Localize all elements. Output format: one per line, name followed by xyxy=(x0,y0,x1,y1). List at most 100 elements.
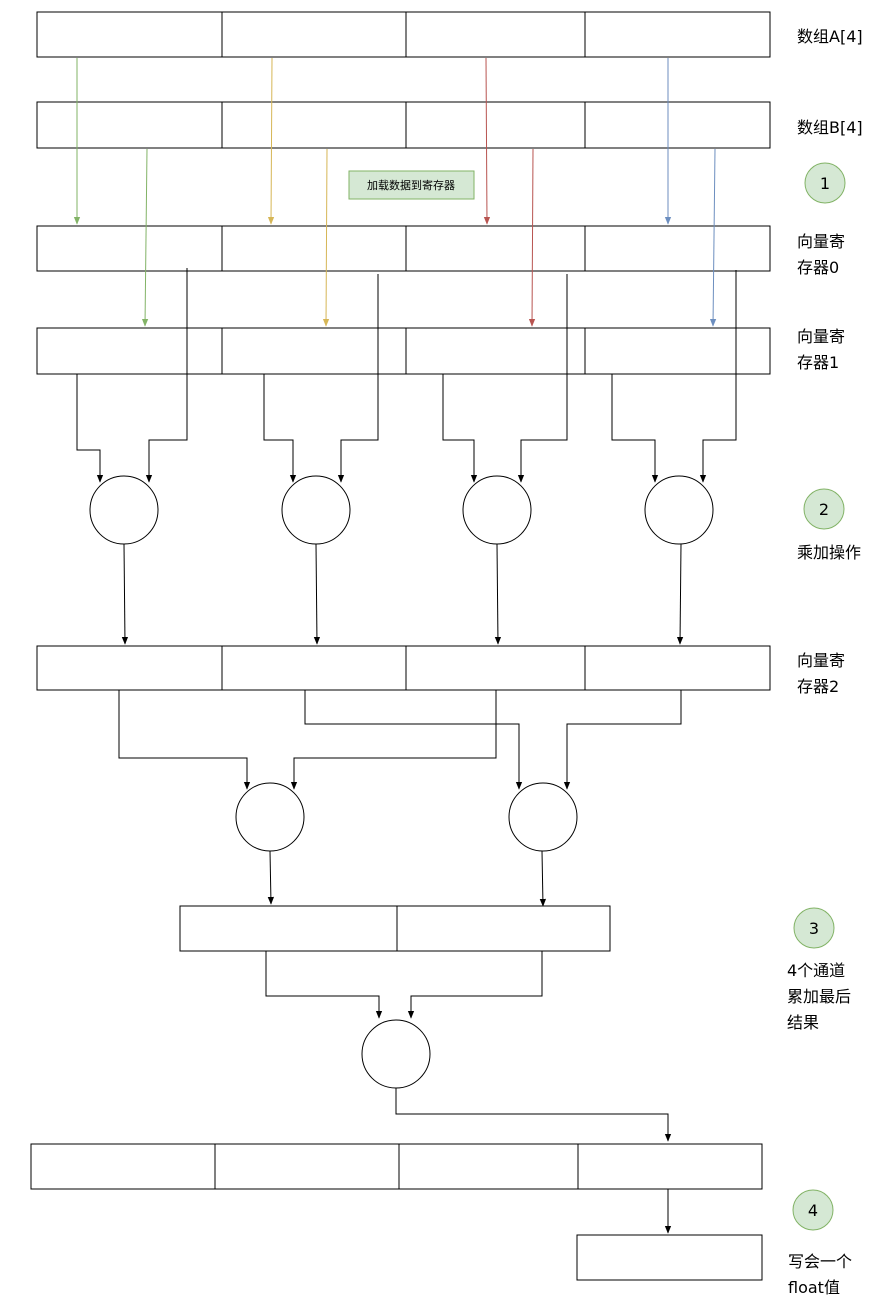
two-lane-cell-1 xyxy=(396,905,611,952)
fma3-output xyxy=(676,543,684,645)
vector-reg1-cell-3 xyxy=(584,327,771,375)
step-4-text-line2: float值 xyxy=(788,1278,840,1297)
step-2-badge xyxy=(803,488,845,530)
load-arrow-b-lane2 xyxy=(528,148,536,327)
vector-reg2-label-line2: 存器2 xyxy=(797,677,839,696)
fma-connectors xyxy=(76,268,737,483)
array-a-cell-1 xyxy=(221,11,407,58)
final-add-output xyxy=(395,1088,672,1142)
add1-input-a xyxy=(304,690,523,790)
step-3-text-line3: 结果 xyxy=(787,1013,819,1032)
add-node-1 xyxy=(508,782,578,852)
vector-reg1-label-line1: 向量寄 xyxy=(797,327,845,346)
vector-reg1-row xyxy=(36,327,771,375)
fma3-input-b xyxy=(699,270,737,483)
step-2-number: 2 xyxy=(819,500,829,519)
array-a-label: 数组A[4] xyxy=(797,27,863,46)
vector-reg1-cell-2 xyxy=(405,327,586,375)
fma-node-3 xyxy=(644,475,714,545)
fma-outputs xyxy=(121,543,684,645)
two-lane-row xyxy=(179,905,611,952)
vector-reg0-label-line1: 向量寄 xyxy=(797,232,845,251)
step-2-text-line1: 乘加操作 xyxy=(797,543,861,562)
final-add-input-b xyxy=(407,951,543,1019)
load-note-box xyxy=(348,170,475,200)
vector-reg0-row xyxy=(36,225,771,272)
pairwise-connectors xyxy=(118,690,682,790)
fma0-input-a xyxy=(76,374,104,483)
step-4-badge xyxy=(792,1189,834,1231)
add0-output xyxy=(267,850,275,905)
step-3-badge xyxy=(793,907,835,949)
load-arrow-b-lane1 xyxy=(322,148,330,327)
step-3-text-line1: 4个通道 xyxy=(787,961,845,980)
fma0-output xyxy=(121,543,129,645)
load-arrow-b-lane0 xyxy=(141,148,149,327)
array-a-row xyxy=(36,11,771,58)
two-lane-cell-0 xyxy=(179,905,398,952)
load-arrows-a xyxy=(73,57,672,225)
fma2-input-b xyxy=(517,274,568,483)
array-b-cell-2 xyxy=(405,101,586,149)
final-add-connectors xyxy=(265,951,543,1019)
fma-nodes xyxy=(89,475,714,545)
step-4: 4 写会一个 float值 xyxy=(788,1189,852,1297)
vector-reg1-cell-1 xyxy=(221,327,407,375)
array-a-cell-0 xyxy=(36,11,223,58)
add-node-0 xyxy=(235,782,305,852)
step-1-number: 1 xyxy=(820,174,830,193)
step-3-number: 3 xyxy=(809,919,819,938)
add1-output xyxy=(539,850,547,907)
vector-reg2-cell-2 xyxy=(405,645,586,691)
vector-reg1-cell-0 xyxy=(36,327,223,375)
fma-node-2 xyxy=(462,475,532,545)
add-nodes xyxy=(235,782,578,852)
vector-reg1-label-line2: 存器1 xyxy=(797,353,839,372)
step-3-text-line2: 累加最后 xyxy=(787,987,851,1006)
vector-reg0-cell-0 xyxy=(36,225,223,272)
add1-input-b xyxy=(563,690,682,790)
vector-reg2-label-line1: 向量寄 xyxy=(797,651,845,670)
array-a-cell-2 xyxy=(405,11,586,58)
fma-node-1 xyxy=(281,475,351,545)
step-1-badge xyxy=(804,162,846,204)
vector-reg0-cell-2 xyxy=(405,225,586,272)
result-cell-1 xyxy=(214,1143,400,1190)
load-note-text: 加载数据到寄存器 xyxy=(367,178,455,192)
fma0-input-b xyxy=(145,268,188,483)
fma2-input-a xyxy=(442,374,478,483)
step-3: 3 4个通道 累加最后 结果 xyxy=(787,907,851,1032)
load-arrow-a-lane2 xyxy=(483,57,491,225)
result-cell-2 xyxy=(398,1143,579,1190)
fma-node-0 xyxy=(89,475,159,545)
array-b-cell-3 xyxy=(584,101,771,149)
step-4-number: 4 xyxy=(808,1201,818,1220)
load-arrow-b-lane3 xyxy=(709,148,717,327)
add-outputs xyxy=(267,850,547,907)
result-cell-0 xyxy=(30,1143,216,1190)
final-add-input-a xyxy=(265,951,383,1019)
float-result-box xyxy=(576,1234,763,1281)
step-4-text-line1: 写会一个 xyxy=(788,1252,852,1271)
vector-reg0-cell-3 xyxy=(584,225,771,272)
step-2: 2 乘加操作 xyxy=(797,488,861,562)
array-b-cell-1 xyxy=(221,101,407,149)
fma1-output xyxy=(313,543,321,645)
vector-reg0-cell-1 xyxy=(221,225,407,272)
vector-reg0-label-line2: 存器0 xyxy=(797,258,839,277)
load-arrow-a-lane1 xyxy=(267,57,275,225)
vector-reg2-cell-3 xyxy=(584,645,771,691)
fma2-output xyxy=(494,543,502,645)
vector-reg2-cell-1 xyxy=(221,645,407,691)
load-arrows-b xyxy=(141,148,717,327)
fma1-input-b xyxy=(337,274,379,483)
vector-reg2-cell-0 xyxy=(36,645,223,691)
fma3-input-a xyxy=(611,374,659,483)
step-1: 1 xyxy=(804,162,846,204)
array-b-label: 数组B[4] xyxy=(797,118,863,137)
add0-input-a xyxy=(118,690,251,790)
result-row xyxy=(30,1143,763,1190)
array-b-row xyxy=(36,101,771,149)
vector-reg2-row xyxy=(36,645,771,691)
